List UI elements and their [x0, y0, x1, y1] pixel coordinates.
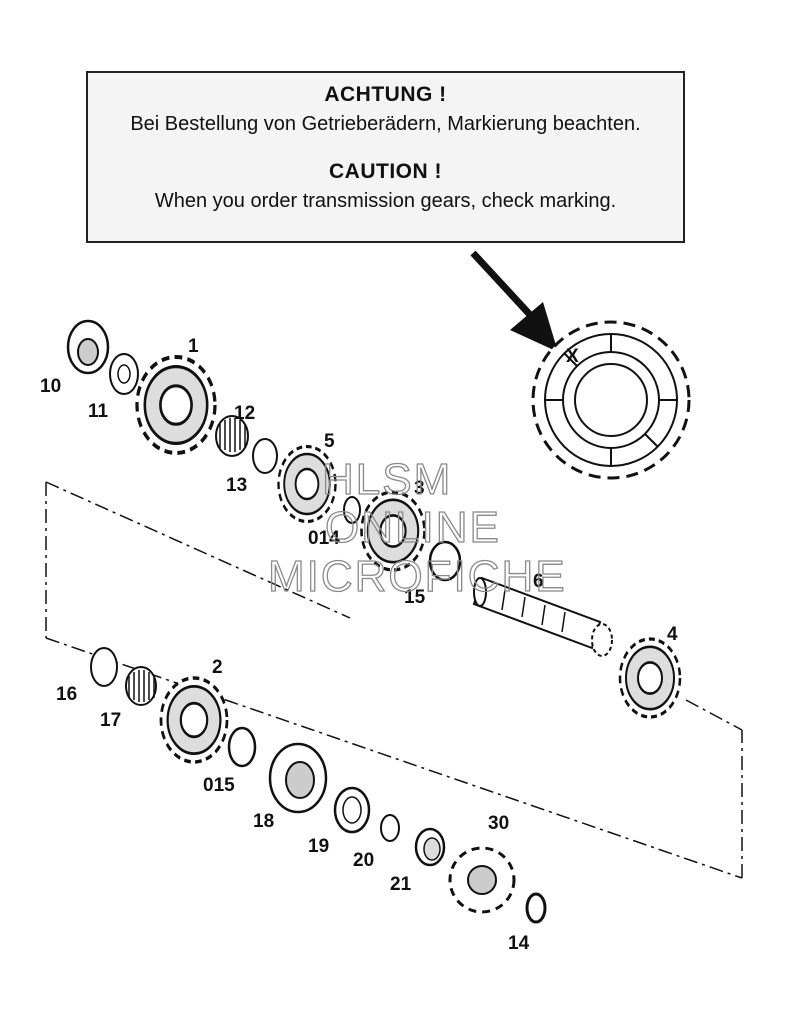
part-014-ring	[343, 496, 361, 524]
label-part-30: 30	[488, 813, 509, 834]
label-part-1: 1	[188, 336, 199, 357]
label-part-21: 21	[390, 874, 412, 895]
caution-notice: ACHTUNG ! Bei Bestellung von Getrieberäd…	[86, 71, 685, 243]
label-part-014: 014	[308, 528, 340, 549]
label-part-15: 15	[404, 587, 426, 608]
notice-text-en: When you order transmission gears, check…	[154, 190, 617, 212]
label-part-16: 16	[56, 684, 77, 705]
part-17-needle-bearing	[125, 666, 157, 706]
part-1-gear	[137, 357, 215, 453]
marking-arrow	[470, 250, 558, 352]
watermark-line-2: ONLINE	[325, 503, 501, 552]
notice-text-de: Bei Bestellung von Getrieberädern, Marki…	[130, 113, 641, 135]
label-part-4: 4	[667, 624, 678, 645]
part-2-gear	[159, 676, 229, 764]
notice-title-en: CAUTION !	[329, 160, 442, 183]
part-13-washer	[252, 438, 278, 474]
part-19-seal	[333, 786, 371, 834]
label-part-015: 015	[203, 775, 235, 796]
part-015-washer	[227, 726, 257, 768]
part-14-circlip	[525, 892, 547, 924]
part-16-washer	[90, 647, 118, 687]
watermark-line-3: MICROFICHE	[268, 552, 567, 601]
label-part-18: 18	[253, 811, 274, 832]
marking-symbol: X	[566, 346, 579, 367]
label-part-11: 11	[88, 401, 109, 422]
gear-marking-detail: X	[531, 320, 691, 480]
assembly-boundary	[45, 481, 743, 879]
label-part-17: 17	[100, 710, 121, 731]
label-part-3: 3	[414, 478, 425, 499]
part-6-shaft	[472, 576, 613, 657]
label-part-20: 20	[353, 850, 374, 871]
part-11-washer	[109, 353, 139, 395]
part-4-gear	[618, 637, 682, 719]
part-30-sprocket	[448, 846, 516, 914]
part-20-oring	[380, 814, 400, 842]
part-10-bearing	[66, 319, 110, 375]
label-part-14: 14	[508, 933, 530, 954]
label-part-13: 13	[226, 475, 247, 496]
part-12-needle-bearing	[215, 415, 249, 457]
label-part-2: 2	[212, 657, 223, 678]
label-part-6: 6	[533, 571, 544, 592]
part-15-washer	[428, 540, 462, 582]
label-part-5: 5	[324, 431, 335, 452]
part-18-bearing	[268, 742, 328, 814]
part-21-spacer	[414, 827, 446, 867]
label-part-12: 12	[234, 403, 255, 424]
label-part-19: 19	[308, 836, 329, 857]
watermark-line-1: HLSM	[322, 455, 452, 504]
notice-title-de: ACHTUNG !	[324, 83, 447, 106]
label-part-10: 10	[40, 376, 61, 397]
